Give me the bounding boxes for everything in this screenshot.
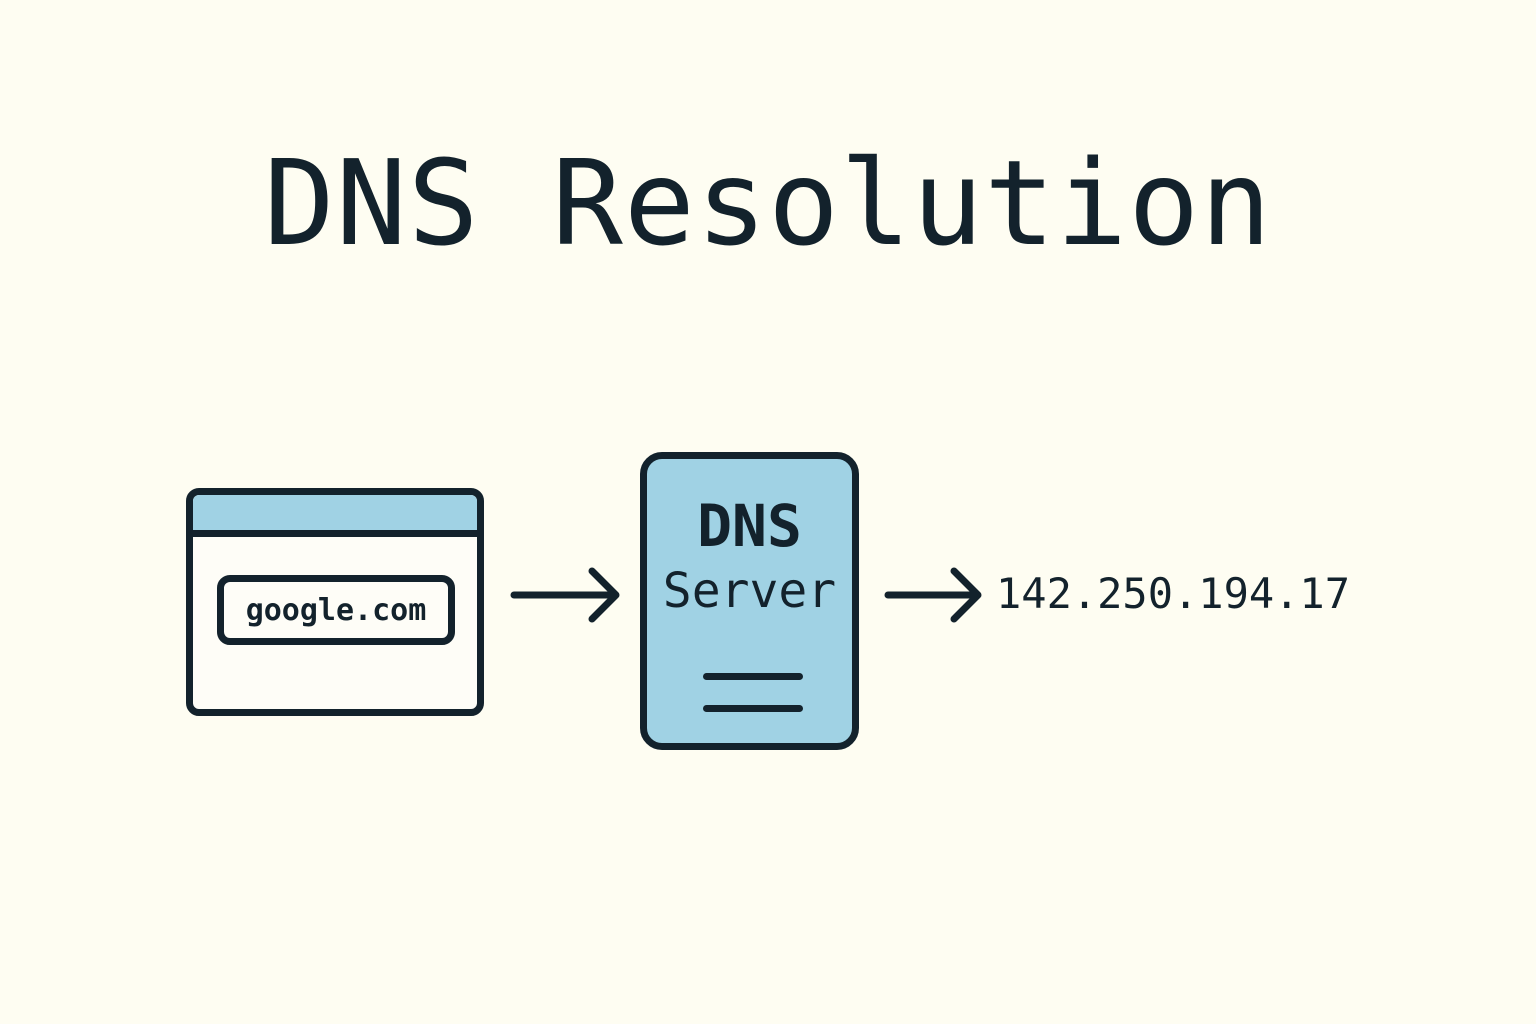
browser-window: google.com (186, 488, 484, 716)
address-bar: google.com (217, 575, 455, 645)
arrow-right-icon (884, 567, 982, 623)
page-title: DNS Resolution (263, 134, 1273, 272)
dns-server-icon: DNS Server (640, 452, 859, 750)
browser-title-bar (193, 495, 477, 537)
ip-address: 142.250.194.17 (996, 569, 1351, 618)
server-label-server: Server (662, 563, 837, 619)
server-label-dns: DNS (697, 492, 802, 560)
arrow-right-icon (510, 567, 620, 623)
server-vent-line (703, 673, 803, 680)
server-vent-line (703, 705, 803, 712)
